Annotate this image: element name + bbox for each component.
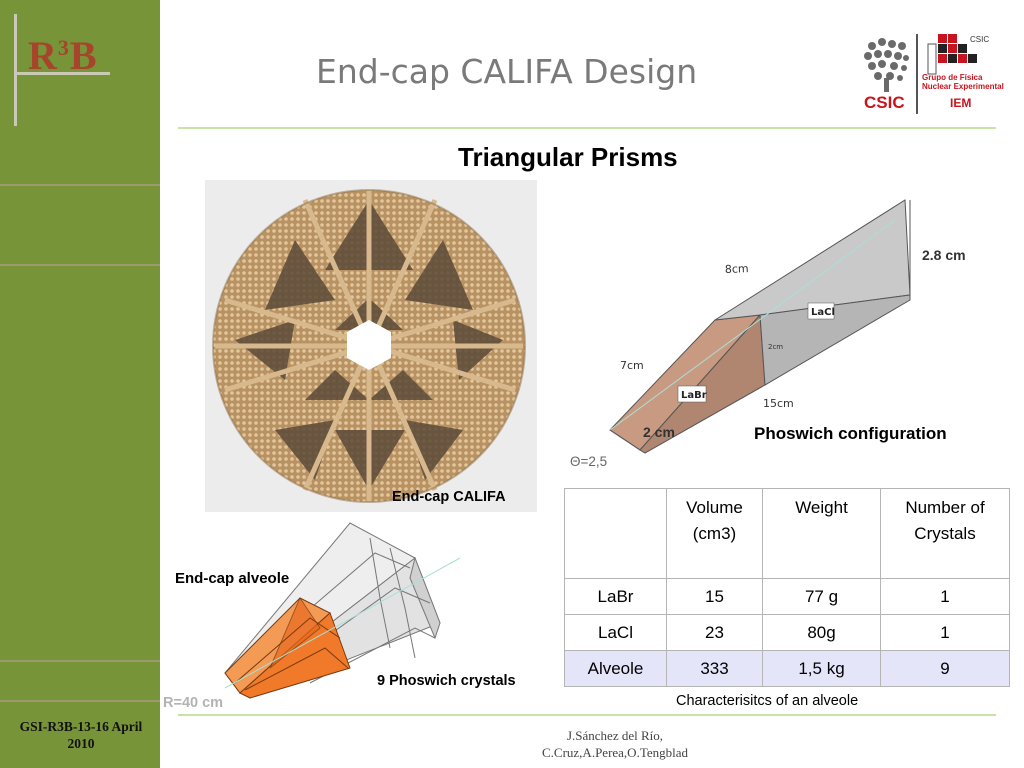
- footer-divider: [178, 714, 996, 716]
- row-weight: 1,5 kg: [762, 650, 881, 687]
- sidebar-divider: [0, 184, 160, 186]
- svg-text:CSIC: CSIC: [970, 35, 989, 44]
- dimension-2cm: 2 cm: [643, 424, 675, 440]
- row-volume: 333: [666, 650, 763, 687]
- institution-logos: CSIC CSIC Grupo de Física Nuclear Experi…: [864, 34, 1004, 114]
- row-volume: 15: [666, 578, 763, 615]
- endcap-alveole-diagram: [224, 522, 461, 699]
- radius-label: R=40 cm: [163, 695, 224, 711]
- logo-vertical-bar: [14, 14, 17, 126]
- iem-logo-icon: CSIC Grupo de Física Nuclear Experimenta…: [922, 34, 1004, 110]
- axis-line: [609, 219, 896, 431]
- dome-caption: End-cap CALIFA: [392, 489, 506, 505]
- table-row: LaBr 15 77 g 1: [564, 578, 1010, 615]
- sidebar-divider: [0, 700, 160, 702]
- label-15cm: 15cm: [763, 397, 794, 410]
- dome-illustration: [212, 189, 526, 503]
- row-weight: 80g: [762, 614, 881, 651]
- r3b-logo: R3B: [14, 14, 114, 134]
- sidebar-divider: [0, 264, 160, 266]
- event-footer-line1: GSI-R3B-13-16 April: [19, 719, 143, 734]
- svg-text:Nuclear Experimental: Nuclear Experimental: [922, 82, 1004, 91]
- table-header-volume: Volume(cm3): [666, 488, 763, 579]
- section-subtitle: Triangular Prisms: [458, 142, 678, 172]
- table-header-empty: [564, 488, 667, 579]
- row-name: Alveole: [564, 650, 667, 687]
- dimension-2-8cm: 2.8 cm: [922, 247, 966, 263]
- title-divider: [178, 127, 996, 129]
- svg-text:CSIC: CSIC: [864, 93, 905, 112]
- label-7cm: 7cm: [620, 359, 644, 372]
- event-footer: GSI-R3B-13-16 April 2010: [8, 718, 154, 752]
- row-volume: 23: [666, 614, 763, 651]
- row-count: 9: [880, 650, 1010, 687]
- theta-label: Θ=2,5: [570, 454, 608, 469]
- label-lacl: LaCl: [811, 307, 835, 318]
- event-footer-line2: 2010: [67, 736, 95, 751]
- svg-text:Grupo de Física: Grupo de Física: [922, 73, 983, 82]
- authors-line2: C.Cruz,A.Perea,O.Tengblad: [541, 745, 689, 760]
- logo-separator: [916, 34, 918, 114]
- sidebar: R3B GSI-R3B-13-16 April 2010: [0, 0, 160, 768]
- phoswich-caption: Phoswich configuration: [754, 424, 947, 443]
- alveole-title: End-cap alveole: [175, 570, 290, 587]
- sidebar-divider: [0, 660, 160, 662]
- authors-line1: J.Sánchez del Río,: [566, 728, 664, 743]
- row-name: LaBr: [564, 578, 667, 615]
- csic-tree-icon: CSIC: [864, 38, 909, 112]
- alveole-crystals-label: 9 Phoswich crystals: [377, 673, 516, 689]
- logo-horizontal-bar: [14, 72, 110, 75]
- row-count: 1: [880, 578, 1010, 615]
- table-row: LaCl 23 80g 1: [564, 614, 1010, 651]
- label-2cm-small: 2cm: [768, 343, 783, 351]
- label-labr: LaBr: [681, 390, 707, 401]
- slide-title: End-cap CALIFA Design: [316, 52, 698, 91]
- label-8cm: 8cm: [725, 262, 749, 276]
- logo-text: R3B: [28, 33, 98, 78]
- row-count: 1: [880, 614, 1010, 651]
- table-row-highlighted: Alveole 333 1,5 kg 9: [564, 650, 1010, 687]
- svg-text:IEM: IEM: [950, 96, 971, 110]
- endcap-califa-render: [205, 180, 537, 512]
- row-name: LaCl: [564, 614, 667, 651]
- phoswich-prism-diagram: 8cm 7cm 15cm 2cm LaBr LaCl: [609, 199, 911, 454]
- authors-footer: J.Sánchez del Río, C.Cruz,A.Perea,O.Teng…: [470, 727, 760, 761]
- table-header-weight: Weight: [762, 488, 881, 579]
- row-weight: 77 g: [762, 578, 881, 615]
- table-caption: Characterisitcs of an alveole: [676, 693, 859, 709]
- alveole-axis-line: [224, 557, 461, 689]
